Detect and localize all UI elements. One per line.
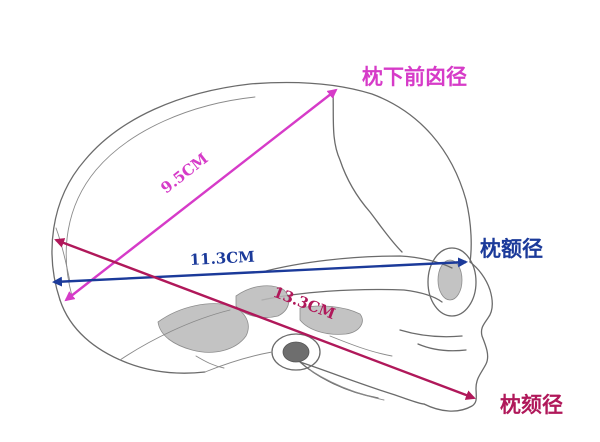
suboccipitobregmatic-value: 9.5CM [157, 149, 211, 197]
mandible [299, 361, 425, 405]
temporal-shading [157, 303, 249, 353]
maxilla [399, 329, 467, 352]
occipitofrontal-name: 枕额径 [480, 237, 543, 261]
occipitofrontal-line [52, 257, 468, 287]
skull-drawing [51, 81, 494, 412]
lambdoid-suture [55, 227, 71, 283]
orbit-shadow [437, 259, 463, 301]
occipitofrontal-value: 11.3CM [189, 248, 255, 269]
suboccipitobregmatic-line [64, 88, 338, 302]
coronal-suture [332, 91, 403, 253]
face-profile [423, 261, 494, 412]
occipitomental-name: 枕颏径 [500, 393, 563, 417]
skull-vault-outline [51, 81, 472, 301]
suboccipitobregmatic-name: 枕下前囟径 [362, 65, 467, 89]
mandible-inner [309, 369, 385, 401]
ear-canal-opening [282, 341, 310, 363]
occipitomental-line [54, 238, 476, 400]
